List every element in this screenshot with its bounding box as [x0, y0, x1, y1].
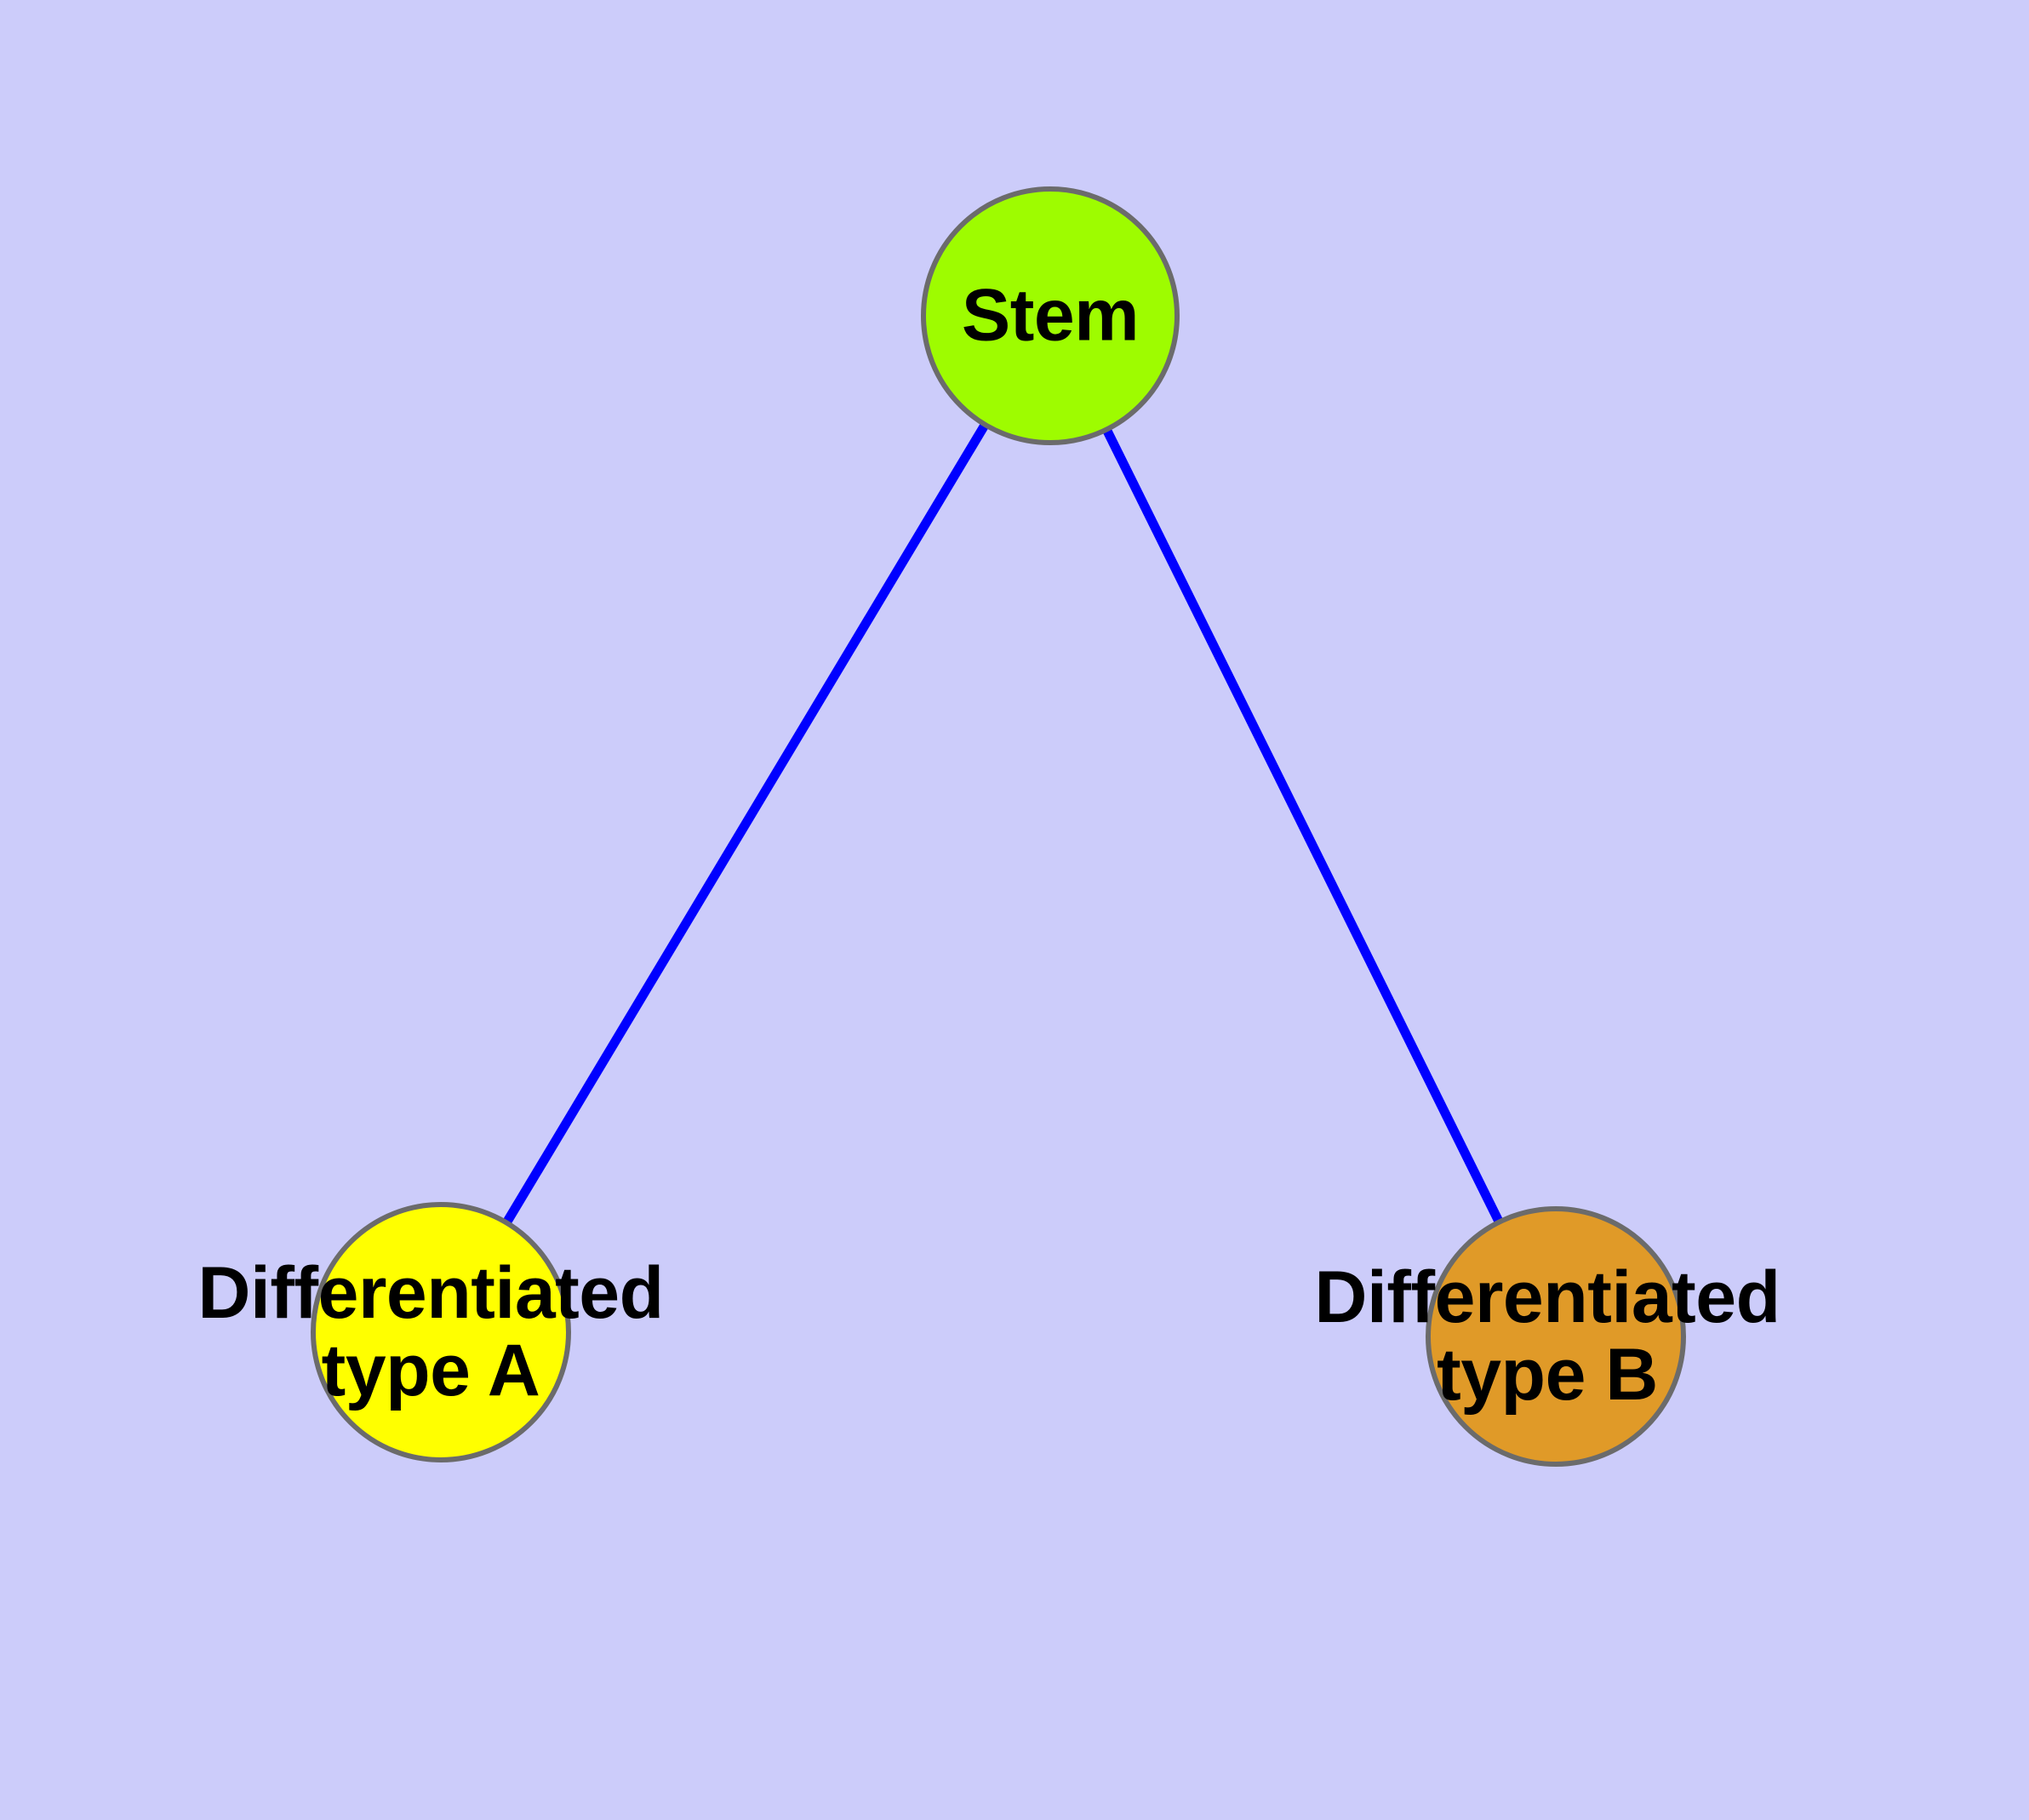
node-differentiated-type-a[interactable]: [311, 1202, 571, 1462]
node-stem[interactable]: [921, 186, 1180, 445]
node-label-differentiated-type-a: Differentiated type A: [197, 1251, 664, 1411]
node-label-stem: Stem: [961, 274, 1140, 357]
node-differentiated-type-b[interactable]: [1426, 1206, 1686, 1467]
edge-stem-to-diff-b[interactable]: [1101, 426, 1504, 1225]
edge-stem-to-diff-a[interactable]: [501, 421, 990, 1227]
node-label-differentiated-type-b: Differentiated type B: [1314, 1256, 1780, 1416]
